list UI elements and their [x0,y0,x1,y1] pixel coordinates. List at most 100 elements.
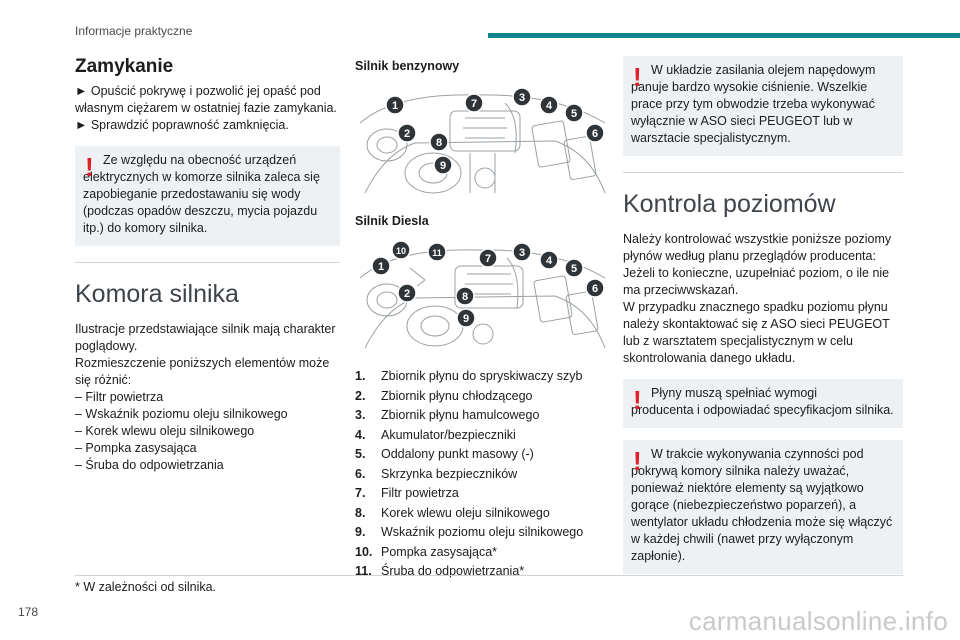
warning-line-1: Ze względu na obecność urządzeń [103,153,297,167]
component-legend: 1. Zbiornik płynu do spryskiwaczy szyb 2. Z… [355,368,610,580]
marker-label: 9 [463,313,469,325]
warning-box-water: ! Ze względu na obecność urządzeń elektr… [75,146,340,246]
divider [623,172,903,173]
legend-text: Oddalony punkt masowy (-) [381,447,534,461]
footer-divider [75,575,903,576]
legend-item: 2. Zbiornik płynu chłodzącego [355,388,610,405]
marker-circle [385,95,405,115]
warning-icon: ! [633,446,642,476]
marker-circle [456,308,476,328]
legend-item: 7. Filtr powietrza [355,485,610,502]
warning-icon: ! [85,152,94,182]
legend-item: 9.Wskaźnik poziomu oleju silnikowego [355,524,610,541]
legend-text: Pompka zasysająca* [381,544,498,559]
engine-compartment-title: Komora silnika [75,280,239,308]
legend-text: Akumulator/bezpieczniki [381,427,516,442]
legend-item: 4. Akumulator/bezpieczniki [355,427,610,444]
legend-number: 8. [355,505,366,520]
marker-circle [371,256,391,276]
column-left: Zamykanie ► Opuścić pokrywę i pozwolić j… [75,56,340,474]
legend-number: 5. [355,447,366,461]
marker-label: 5 [571,263,577,275]
legend-item: 10. Pompka zasysająca* [355,544,610,561]
marker-label: 3 [519,92,525,104]
legend-number: 3. [355,408,366,422]
levels-paragraph-1: Należy kontrolować wszystkie poniższe po… [623,232,892,263]
marker-label: 8 [436,137,442,149]
page-number: 178 [18,605,39,619]
marker-circle [464,93,484,113]
marker-label: 6 [592,283,598,295]
marker-label: 7 [471,98,477,110]
marker-circle [455,286,475,306]
legend-number: 1. [355,369,366,383]
legend-text: Zbiornik płynu hamulcowego [381,408,540,422]
marker-label: 7 [485,253,491,265]
warning-line-1: Płyny muszą spełniać wymogi [651,386,818,400]
legend-item: 5. Oddalony punkt masowy (-) [355,446,610,463]
marker-label: 2 [404,288,410,300]
legend-number: 7. [355,486,366,500]
warning-box-fuel-pressure: ! W układzie zasilania olejem napędowym … [623,56,903,156]
marker-circle [585,123,605,143]
legend-item: 6. Skrzynka bezpieczników [355,466,610,483]
legend-text: Wskaźnik poziomu oleju silnikowego [381,525,584,539]
marker-circle [427,242,447,262]
closing-bullet-1: ► Opuścić pokrywę i pozwolić jej opaść p… [75,84,337,115]
marker-label: 1 [378,261,384,273]
marker-label: 5 [571,108,577,120]
fluid-levels-title: Kontrola poziomów [623,190,836,218]
engine-intro-2: Rozmieszczenie poniższych elementów może… [75,356,330,387]
legend-item: 11.Śruba do odpowietrzania* [355,563,610,580]
legend-text: Śruba do odpowietrzania* [381,564,525,578]
warning-box-fluid-spec: ! Płyny muszą spełniać wymogi producenta… [623,379,903,428]
marker-circle [512,87,532,107]
warning-text: pokrywą komory silnika należy uważać, po… [631,464,893,563]
legend-text: Filtr powietrza [381,486,459,500]
warning-text: elektrycznych w komorze silnika zaleca s… [83,170,320,235]
marker-label: 1 [392,100,398,112]
legend-text: Skrzynka bezpieczników [381,466,518,481]
marker-circle [397,123,417,143]
warning-text: panuje bardzo wysokie ciśnienie. Wszelki… [631,80,875,145]
engine-item: – Filtr powietrza [75,390,164,404]
column-right: ! W układzie zasilania olejem napędowym … [623,56,903,574]
warning-icon: ! [633,385,642,415]
marker-label: 8 [462,291,468,303]
section-title: Informacje praktyczne [75,24,193,38]
marker-circle [585,278,605,298]
marker-circle [391,240,411,260]
header-accent-bar [488,33,960,38]
marker-circle [478,248,498,268]
legend-item: 8. Korek wlewu oleju silnikowego [355,505,610,522]
engine-item: – Korek wlewu oleju silnikowego [75,424,255,438]
marker-label: 9 [440,160,446,172]
closing-bullet-2: ► Sprawdzić poprawność zamknięcia. [75,118,289,132]
marker-label: 4 [546,100,553,112]
legend-item: 1. Zbiornik płynu do spryskiwaczy szyb [355,368,610,385]
marker-circle [512,242,532,262]
closing-title: Zamykanie [75,56,174,77]
legend-text: Zbiornik płynu chłodzącego [381,388,533,403]
engine-item: – Śruba do odpowietrzania [75,458,224,472]
warning-icon: ! [633,62,642,92]
legend-number: 6. [355,466,366,481]
legend-text: Korek wlewu oleju silnikowego [381,505,550,520]
legend-number: 2. [355,388,366,403]
warning-text: producenta i odpowiadać specyfikacjom si… [631,403,894,417]
engine-item: – Wskaźnik poziomu oleju silnikowego [75,407,288,421]
marker-label: 3 [519,247,525,259]
engine-item: – Pompka zasysająca [75,441,197,455]
legend-number: 10. [355,544,373,559]
legend-text: Zbiornik płynu do spryskiwaczy szyb [381,369,583,383]
marker-circle [433,155,453,175]
marker-circle [564,258,584,278]
warning-box-hot-parts: ! W trakcie wykonywania czynności pod po… [623,440,903,574]
petrol-engine-label: Silnik benzynowy [355,59,460,73]
engine-intro-1: Ilustracje przedstawiające silnik mają c… [75,322,336,353]
marker-label: 11 [432,248,442,258]
marker-label: 10 [396,246,406,256]
legend-number: 4. [355,427,366,442]
watermark: carmanualsonline.info [688,606,948,636]
